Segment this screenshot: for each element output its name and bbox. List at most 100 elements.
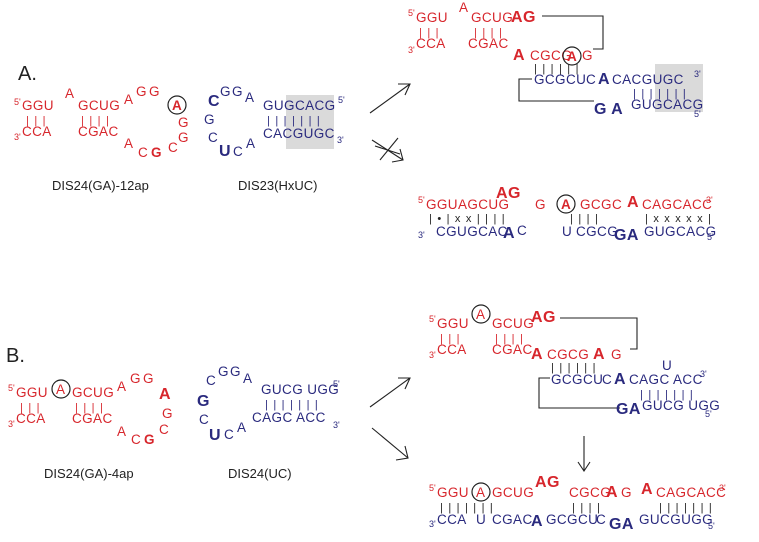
b-dup-blue-seq5: GUCGUGG — [639, 512, 713, 527]
b-kiss-blue-5prime: 5' — [705, 409, 712, 419]
b-dup-red-g: G — [621, 485, 632, 500]
b-kiss-circle-marker — [471, 304, 491, 324]
b-m2-loop4: A — [243, 371, 252, 386]
b-kiss-blue-pairs: | | | | | | | — [640, 389, 694, 401]
b-dup-pairs1: | | | | | | | — [440, 502, 494, 514]
a-dup-red-ag: AG — [496, 185, 521, 202]
b-kiss-red-top1: GGU — [437, 316, 469, 331]
b-kiss-blue-3prime: 3' — [700, 369, 707, 379]
b-m1-top-seq2: GCUG — [72, 385, 114, 400]
a-m1-bulge-a: A — [65, 86, 74, 101]
b-m1-pairs1: | | | — [20, 402, 41, 414]
b-dup-red-5prime: 5' — [429, 483, 436, 493]
b-m1-3prime: 3' — [8, 419, 15, 429]
b-kiss-red-bot2: CGAC — [492, 342, 533, 357]
a-m2-loop3: G — [232, 84, 243, 99]
b-kiss-red-pairs1: | | | — [440, 333, 461, 345]
b-kiss-red-bot1: CCA — [437, 342, 467, 357]
a-m2-bot-seq: CACGUGC — [263, 126, 335, 141]
a-dup-red-3prime: 3' — [706, 195, 713, 205]
a-arrow-down-blocked — [371, 137, 404, 163]
b-arrow-down — [371, 427, 409, 461]
a-kiss-blue-top1: GCGCU — [534, 72, 586, 87]
b-m2-loop7: U — [209, 427, 221, 444]
b-kiss-blue-ga: GA — [616, 401, 641, 418]
panel-b-molecule2: C G G A G C U C A GUCG UGG 5' | | | | | … — [197, 364, 340, 444]
a-molecule2-name: DIS23(HxUC) — [238, 178, 317, 193]
b-kiss-blue-top3: A — [614, 371, 626, 388]
b-m2-5prime: 5' — [333, 379, 340, 389]
b-m1-circle-marker — [51, 379, 71, 399]
b-m2-loop9: A — [237, 420, 246, 435]
a-kiss-blue-bot: GUGCACG — [631, 97, 704, 112]
a-m1-pairs1: | | | — [26, 115, 47, 127]
b-dup-blue-u: U — [476, 512, 486, 527]
b-kiss-red-top2: GCUG — [492, 316, 534, 331]
b-dup-blue-seq3: GCGCU — [546, 512, 598, 527]
b-dup-blue-a: A — [531, 513, 543, 530]
b-kiss-blue-u: U — [662, 358, 672, 373]
b-m1-loop-g1: G — [130, 371, 141, 386]
a-m1-loop-g1: G — [136, 84, 147, 99]
a-kiss-red-pairs1: | | | — [419, 27, 440, 39]
a-kiss-blue-5prime: 5' — [694, 109, 701, 119]
b-kiss-blue-top2: C — [602, 372, 612, 387]
b-kiss-red-5prime: 5' — [429, 314, 436, 324]
a-dup-blue-seq4: CGCG — [576, 224, 618, 239]
b-kiss-red-a: A — [531, 346, 543, 363]
b-kiss-red-loop-line — [560, 317, 638, 350]
b-kiss-blue-top4: CAGC ACC — [629, 372, 703, 387]
a-dup-blue-seq5: GUGCACG — [644, 224, 717, 239]
a-m2-top-seq: GUGCACG — [263, 98, 336, 113]
b-molecule1-name: DIS24(GA)-4ap — [44, 466, 134, 481]
a-dup-red-seq3: CAGCACC — [642, 197, 712, 212]
b-dup-blue-c: C — [596, 512, 606, 527]
a-kiss-red-top1: GGU — [416, 10, 448, 25]
a-m1-pairs2: | | | | — [81, 115, 110, 127]
a-dup-blue-seq1: CGUGCAC — [436, 224, 508, 239]
a-m2-highlight — [286, 95, 334, 149]
b-kiss-red-3prime: 3' — [429, 350, 436, 360]
b-m2-loop5: G — [197, 393, 210, 410]
b-m2-loop1: C — [206, 373, 216, 388]
a-kiss-blue-top3: A — [598, 71, 610, 88]
a-kiss-highlight — [655, 64, 703, 112]
a-dup-circle-marker — [556, 194, 576, 214]
b-kiss-red-ag: AG — [531, 309, 556, 326]
b-dup-blue-seq2: CGAC — [492, 512, 533, 527]
b-m1-loop-c2: C — [131, 432, 141, 447]
a-kiss-red-a: A — [513, 47, 525, 64]
a-m2-loop2: G — [220, 84, 231, 99]
b-m1-circled-a: A — [56, 382, 65, 397]
a-m1-top-seq1: GGU — [22, 98, 54, 113]
a-kiss-red-pairs2: | | | | — [474, 27, 503, 39]
a-dup-blue-5prime: 5' — [707, 232, 714, 242]
b-dup-red-circled-a: A — [476, 485, 485, 500]
a-m2-3prime: 3' — [337, 135, 344, 145]
a-extended-duplex: 5' GGUAGCUG AG G A GCGC A CAGCACC 3' | •… — [418, 185, 717, 244]
a-m2-loop4: A — [245, 90, 254, 105]
a-kiss-red-mid: CGCG — [530, 48, 572, 63]
b-dup-blue-ga: GA — [609, 516, 634, 533]
b-arrow-up — [369, 377, 411, 408]
panel-a-molecule2: C G G A G C U C A GUGCACG 5' | | | | | |… — [204, 84, 345, 160]
b-kiss-blue-loop-line — [538, 377, 620, 409]
b-dup-red-a: A — [641, 481, 653, 498]
b-dup-red-seq1: GGU — [437, 485, 469, 500]
a-m2-loop8: C — [233, 144, 243, 159]
b-kiss-red-g: G — [611, 347, 622, 362]
b-m1-loop-g2: G — [143, 371, 154, 386]
a-kiss-red-5prime: 5' — [408, 8, 415, 18]
a-dup-red-g: G — [535, 197, 546, 212]
a-m1-bot-seq2: CGAC — [78, 124, 119, 139]
b-m1-5prime: 5' — [8, 383, 15, 393]
a-dup-red-circled-a: A — [561, 197, 571, 212]
a-kiss-red-3prime: 3' — [408, 45, 415, 55]
b-m2-loop8: C — [224, 427, 234, 442]
a-kiss-circle-marker — [562, 46, 582, 66]
a-arrow-up — [369, 83, 411, 114]
a-kiss-blue-loop-line — [518, 78, 594, 102]
a-m1-top-seq2: GCUG — [78, 98, 120, 113]
a-m1-bot-seq1: CCA — [22, 124, 52, 139]
